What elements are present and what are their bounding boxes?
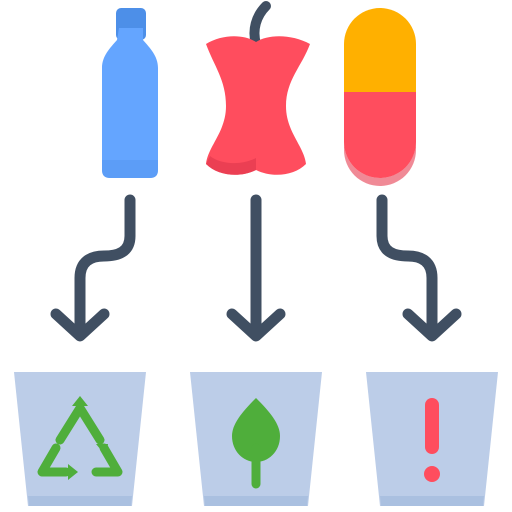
arrow-left <box>50 194 136 342</box>
recycling-bin-body <box>14 372 146 506</box>
arrow-left-head <box>50 308 110 342</box>
apple-stem <box>249 1 271 49</box>
arrow-center <box>226 194 286 342</box>
leaf-icon <box>232 398 280 489</box>
hazardous-bin <box>366 372 498 506</box>
arrow-right-shaft <box>376 194 438 336</box>
pill-top-half <box>344 8 416 92</box>
arrow-center-head <box>226 308 286 342</box>
hazardous-bin-rim <box>380 496 484 506</box>
bottle-body <box>102 28 158 178</box>
apple-core-body <box>206 36 310 175</box>
recycle-icon <box>37 396 123 480</box>
apple-core-shade <box>206 156 256 175</box>
exclamation-icon <box>424 398 440 482</box>
arrow-right-head <box>402 308 462 342</box>
pill-capsule-icon <box>344 8 416 186</box>
recycling-bin <box>14 372 146 506</box>
organic-bin <box>190 372 322 506</box>
organic-bin-rim <box>204 496 308 506</box>
apple-core-icon <box>206 1 310 175</box>
pill-bottom-half <box>344 92 416 178</box>
pill-bottom-shade <box>344 142 416 186</box>
arrow-left-shaft <box>74 194 136 336</box>
recycling-bin-rim <box>28 496 132 506</box>
bottle-icon <box>102 8 158 178</box>
arrow-right <box>376 194 462 342</box>
bottle-shade <box>102 160 158 178</box>
